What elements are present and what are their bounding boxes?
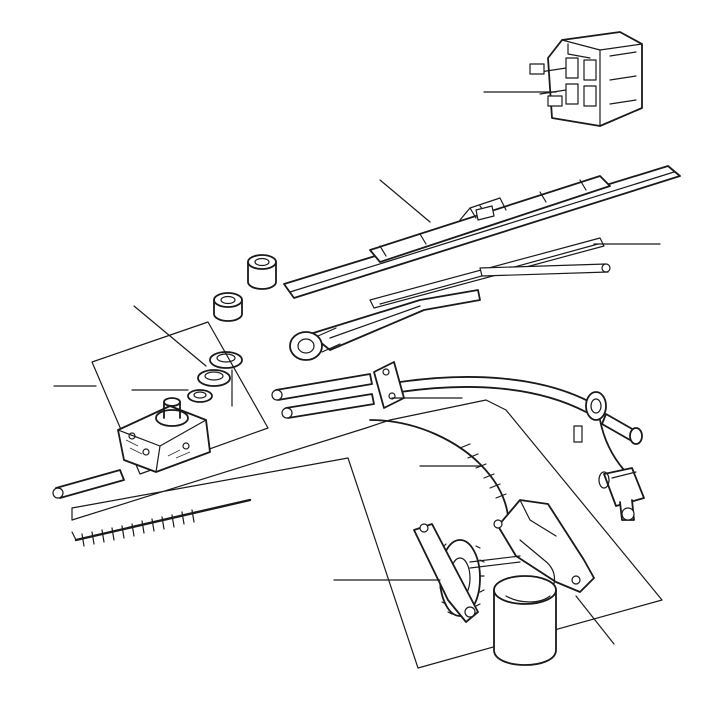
wiper-blade-part: [283, 165, 681, 299]
bush-lower-part: [213, 292, 243, 322]
gearbox-inset-frame: [71, 399, 663, 669]
plug-part: [598, 467, 645, 521]
gear-wheel-part: [413, 523, 521, 623]
rack-tube-part: [271, 373, 591, 419]
wiper-motor-part: [493, 499, 595, 666]
leader-lines: [53, 91, 661, 645]
wiper-arm-part: [289, 289, 481, 361]
seal-part: [187, 351, 243, 403]
spindle-shaft-part: [52, 469, 125, 499]
bush-upper-part: [247, 254, 277, 290]
leader-wiper-motor: [575, 595, 615, 645]
blade-refill-part: [369, 237, 611, 309]
leader-seal-upper: [133, 305, 207, 367]
spindle-housing-part: [117, 397, 211, 473]
relay-part: [529, 31, 643, 127]
leader-wiper-blade: [379, 179, 431, 223]
